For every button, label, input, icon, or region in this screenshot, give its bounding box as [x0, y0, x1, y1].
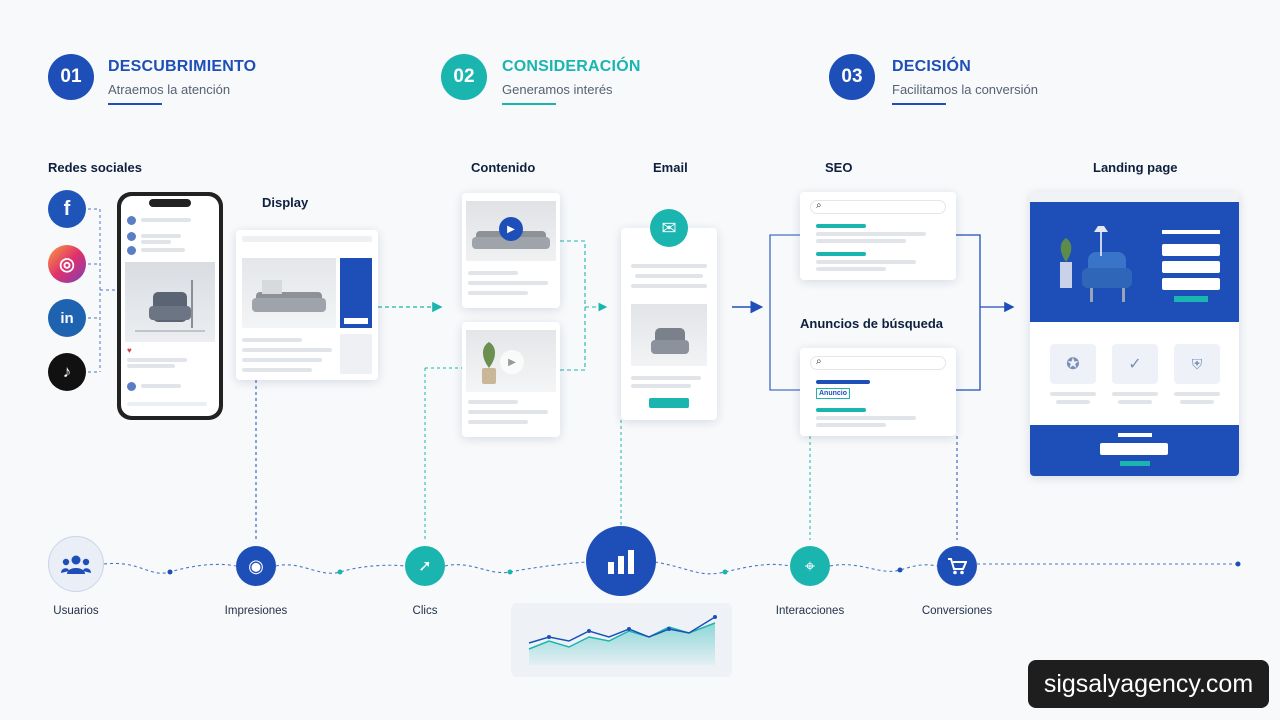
tiktok-icon[interactable]: ♪ [48, 353, 86, 391]
display-banner [340, 258, 372, 328]
bar-chart-icon [586, 526, 656, 596]
search-ads-label: Anuncios de búsqueda [800, 316, 944, 331]
search-bar[interactable]: ⌕ [810, 356, 946, 370]
phone-notch [149, 199, 191, 207]
ad-badge: Anuncio [816, 388, 850, 399]
metric-label-clicks: Clics [412, 605, 438, 617]
facebook-icon[interactable]: f [48, 190, 86, 228]
users-icon [48, 536, 104, 592]
search-ad-card[interactable]: ⌕ Anuncio [800, 348, 956, 436]
check-icon: ✓ [1112, 344, 1158, 384]
footer-cta-button[interactable] [1100, 443, 1168, 455]
stage-3-title: DECISIÓN [892, 58, 971, 75]
armchair-icon [651, 328, 689, 354]
browser-bar [1030, 192, 1239, 202]
content-label: Contenido [471, 160, 536, 175]
armchair-icon [135, 280, 205, 332]
plant-icon [482, 342, 496, 384]
metric-label-users: Usuarios [53, 605, 99, 617]
video-thumbnail: ▶ [466, 330, 556, 392]
post-image [125, 262, 215, 342]
mail-icon: ✉ [650, 209, 688, 247]
search-bar[interactable]: ⌕ [810, 200, 946, 214]
tiktok-glyph: ♪ [62, 362, 72, 381]
side-placeholder [340, 334, 372, 374]
stage-3-underline [892, 103, 946, 105]
stage-3-header: 03 [829, 54, 875, 100]
users-glyph [61, 555, 91, 574]
watermark: sigsalyagency.com [1028, 660, 1269, 708]
heart-icon[interactable]: ♥ [127, 346, 132, 355]
badge-icon: ✪ [1050, 344, 1096, 384]
video-thumbnail: ▶ [466, 201, 556, 261]
post-avatar [127, 382, 136, 391]
play-icon[interactable]: ▶ [499, 217, 523, 241]
email-image [631, 304, 707, 366]
stage-1-underline [108, 103, 162, 105]
instagram-icon[interactable]: ◎ [48, 245, 86, 283]
analytics-trend-chart [528, 615, 717, 665]
seo-result-card[interactable]: ⌕ [800, 192, 956, 280]
post-avatar [127, 216, 136, 225]
display-label: Display [262, 195, 309, 210]
form-field[interactable] [1162, 261, 1220, 273]
linkedin-glyph: in [60, 309, 74, 327]
email-label: Email [653, 160, 688, 175]
landing-footer [1030, 425, 1239, 476]
landing-page-card[interactable]: ✪ ✓ ⛨ [1030, 192, 1239, 476]
shield-icon: ⛨ [1174, 344, 1220, 384]
stage-2-underline [502, 103, 556, 105]
stage-2-header: 02 [441, 54, 487, 100]
stage-2-subtitle: Generamos interés [502, 82, 613, 97]
post-avatar [127, 232, 136, 241]
footer-accent [1120, 461, 1150, 466]
metric-label-impressions: Impresiones [224, 605, 288, 617]
video-card-1[interactable]: ▶ [462, 193, 560, 308]
landing-hero [1030, 202, 1239, 322]
display-ad-card[interactable] [236, 230, 378, 380]
landing-label: Landing page [1093, 160, 1178, 175]
phone-mockup: ♥ [117, 192, 223, 420]
linkedin-icon[interactable]: in [48, 299, 86, 337]
form-field[interactable] [1162, 244, 1220, 256]
eye-icon: ◉ [236, 546, 276, 586]
seo-label: SEO [825, 160, 853, 175]
metric-label-interactions: Interacciones [775, 605, 845, 617]
instagram-glyph: ◎ [59, 253, 75, 274]
form-field[interactable] [1162, 278, 1220, 290]
analytics-chart-card [511, 603, 732, 677]
form-submit-button[interactable] [1174, 296, 1208, 302]
stage-1-number: 01 [48, 54, 94, 100]
post-avatar [127, 246, 136, 255]
banner-button[interactable] [344, 318, 368, 324]
cursor-icon: ➚ [405, 546, 445, 586]
email-card[interactable] [621, 228, 717, 420]
stage-3-number: 03 [829, 54, 875, 100]
stage-2-title: CONSIDERACIÓN [502, 58, 641, 75]
sofa-image [242, 258, 336, 328]
search-icon: ⌕ [816, 200, 822, 211]
phone-screen: ♥ [121, 196, 219, 416]
metric-label-conversions: Conversiones [921, 605, 993, 617]
video-card-2[interactable]: ▶ [462, 322, 560, 437]
stage-3-subtitle: Facilitamos la conversión [892, 82, 1038, 97]
sofa-icon [252, 280, 326, 312]
play-icon[interactable]: ▶ [500, 350, 524, 374]
stage-1-title: DESCUBRIMIENTO [108, 58, 257, 75]
cart-icon [937, 546, 977, 586]
footer-title [1118, 433, 1152, 437]
bar-chart-glyph [608, 550, 634, 574]
search-icon: ⌕ [816, 356, 822, 367]
target-icon: ⌖ [790, 546, 830, 586]
social-label: Redes sociales [48, 160, 142, 175]
stage-1-subtitle: Atraemos la atención [108, 82, 231, 97]
stage-1-header: 01 [48, 54, 94, 100]
facebook-glyph: f [63, 197, 71, 220]
email-cta-button[interactable] [649, 398, 689, 408]
cart-glyph [948, 558, 967, 575]
form-title [1162, 230, 1220, 234]
armchair-icon [1060, 226, 1132, 302]
stage-2-number: 02 [441, 54, 487, 100]
